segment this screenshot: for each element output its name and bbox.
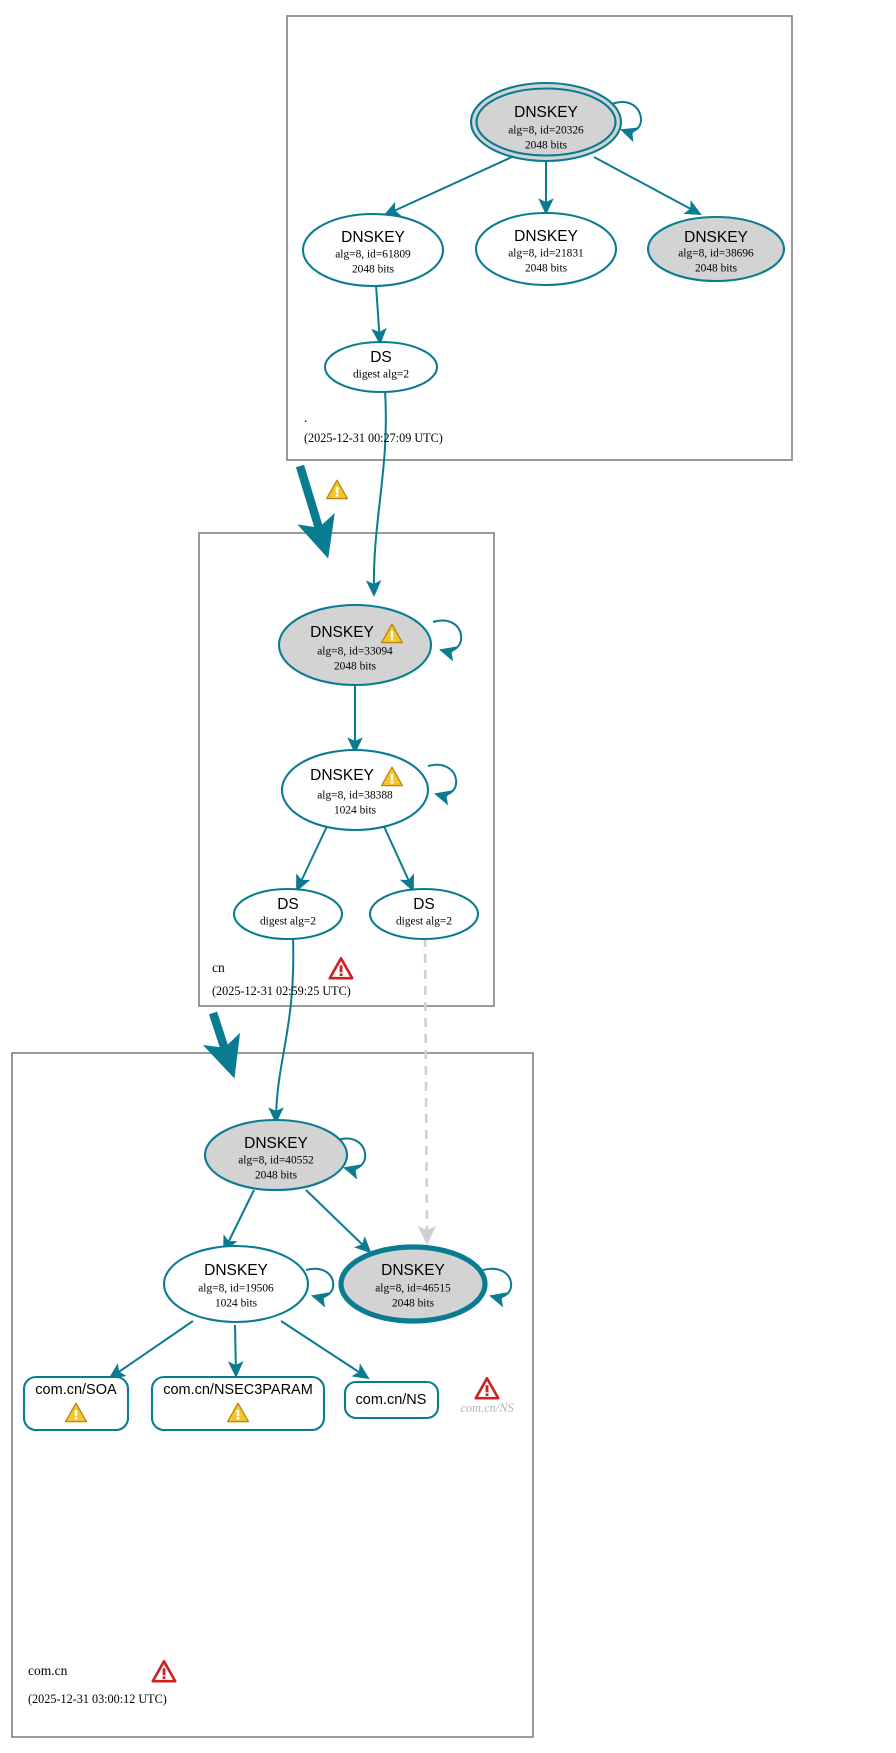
node-sub1: digest alg=2 [353, 369, 409, 381]
edge-33094-self [432, 619, 463, 662]
rrset-com-cn-ns-insecure: com.cn/NS [460, 1377, 514, 1415]
node-label: DNSKEY [310, 767, 374, 784]
edge-40552-to-19506 [223, 1189, 255, 1253]
edge-19506-to-nsec3param [227, 1324, 244, 1378]
node-ds-root[interactable]: DS digest alg=2 [323, 340, 439, 394]
node-label: DNSKEY [514, 104, 578, 121]
node-dnskey-19506[interactable]: DNSKEY alg=8, id=19506 1024 bits [162, 1244, 310, 1324]
node-label: DS [370, 349, 392, 366]
edge-40552-self [336, 1137, 367, 1180]
edge-46515-self [482, 1267, 513, 1308]
node-sub2: 1024 bits [334, 805, 377, 817]
edge-38388-self [427, 763, 458, 806]
node-label: DNSKEY [341, 229, 405, 246]
node-dnskey-38388[interactable]: DNSKEY alg=8, id=38388 1024 bits [280, 748, 430, 832]
node-label: DNSKEY [244, 1135, 308, 1152]
rrset-label: com.cn/NSEC3PARAM [163, 1382, 313, 1398]
node-sub2: 2048 bits [255, 1170, 298, 1182]
zone-label-comcn: com.cn [28, 1663, 68, 1678]
edge-38388-to-ds1 [296, 821, 330, 892]
delegation-edge-cn-to-comcn [202, 1011, 241, 1079]
node-sub1: alg=8, id=46515 [375, 1283, 451, 1295]
node-label: DNSKEY [381, 1262, 445, 1279]
node-dnskey-20326[interactable]: DNSKEY alg=8, id=20326 2048 bits [469, 81, 623, 163]
rrset-com-cn-nsec3param[interactable]: com.cn/NSEC3PARAM [150, 1375, 326, 1432]
node-sub1: alg=8, id=19506 [198, 1283, 274, 1295]
rrset-label: com.cn/NS [356, 1392, 427, 1408]
rrset-com-cn-ns[interactable]: com.cn/NS [343, 1380, 440, 1420]
edge-20326-self [611, 101, 642, 143]
node-label: DNSKEY [514, 228, 578, 245]
node-sub2: 2048 bits [525, 140, 568, 152]
edge-38388-to-ds2 [381, 821, 414, 892]
zone-label-cn: cn [212, 960, 225, 975]
trust-anchor-inner-ring [475, 87, 617, 157]
node-sub1: alg=8, id=40552 [238, 1155, 314, 1167]
node-sub2: 1024 bits [215, 1298, 258, 1310]
node-sub2: 2048 bits [334, 661, 377, 673]
node-ds-cn-1[interactable]: DS digest alg=2 [232, 887, 344, 941]
node-sub1: digest alg=2 [260, 916, 316, 928]
node-label: DS [277, 896, 299, 913]
zone-label-root: . [304, 410, 307, 425]
node-dnskey-40552[interactable]: DNSKEY alg=8, id=40552 2048 bits [203, 1118, 349, 1192]
node-sub2: 2048 bits [525, 263, 568, 275]
node-dnskey-33094[interactable]: DNSKEY alg=8, id=33094 2048 bits [277, 603, 433, 687]
node-dnskey-21831[interactable]: DNSKEY alg=8, id=21831 2048 bits [474, 211, 618, 287]
edge-40552-to-46515 [305, 1189, 372, 1254]
delegation-warning-icon [325, 479, 349, 500]
edge-20326-to-61809 [383, 156, 513, 216]
node-sub1: alg=8, id=38696 [678, 248, 754, 260]
node-sub1: alg=8, id=20326 [508, 125, 584, 137]
node-sub1: alg=8, id=61809 [335, 249, 411, 261]
edge-cnds1-to-comcn40552 [268, 936, 295, 1124]
edge-cnds2-to-comcn46515-insecure [417, 937, 436, 1246]
node-sub2: 2048 bits [352, 264, 395, 276]
node-sub2: 2048 bits [695, 263, 738, 275]
node-label: DNSKEY [684, 229, 748, 246]
rrset-label: com.cn/SOA [35, 1382, 117, 1398]
rrset-com-cn-soa[interactable]: com.cn/SOA [22, 1375, 130, 1432]
edge-61809-to-ds [371, 284, 387, 345]
node-dnskey-38696[interactable]: DNSKEY alg=8, id=38696 2048 bits [646, 215, 786, 283]
node-label: DNSKEY [310, 624, 374, 641]
zone-timestamp-root: (2025-12-31 00:27:09 UTC) [304, 431, 443, 445]
edge-rootds-to-cn33094 [365, 389, 387, 597]
node-label: DS [413, 896, 435, 913]
node-dnskey-61809[interactable]: DNSKEY alg=8, id=61809 2048 bits [301, 212, 445, 288]
edge-19506-to-ns [280, 1320, 370, 1380]
zone-timestamp-cn: (2025-12-31 02:59:25 UTC) [212, 984, 351, 998]
node-sub1: alg=8, id=33094 [317, 646, 393, 658]
ghost-label: com.cn/NS [460, 1401, 513, 1415]
node-dnskey-46515[interactable]: DNSKEY alg=8, id=46515 2048 bits [338, 1244, 488, 1324]
zone-timestamp-comcn: (2025-12-31 03:00:12 UTC) [28, 1692, 167, 1706]
node-sub1: alg=8, id=21831 [508, 248, 584, 260]
node-sub2: 2048 bits [392, 1298, 435, 1310]
delegation-edge-root-to-cn [295, 464, 335, 559]
node-sub1: alg=8, id=38388 [317, 790, 393, 802]
edge-19506-to-soa [108, 1320, 194, 1380]
edge-19506-self [305, 1267, 335, 1308]
edge-20326-to-38696 [593, 156, 702, 215]
node-ds-cn-2[interactable]: DS digest alg=2 [368, 887, 480, 941]
node-sub1: digest alg=2 [396, 916, 452, 928]
node-label: DNSKEY [204, 1262, 268, 1279]
